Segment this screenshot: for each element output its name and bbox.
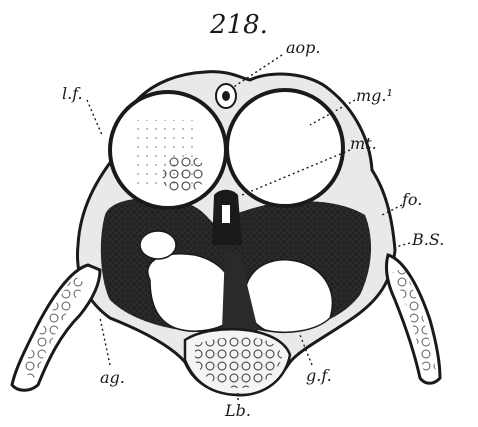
label-bs: B.S. — [412, 232, 444, 248]
small-cavity — [140, 231, 176, 259]
right-eye-circle — [227, 90, 343, 206]
label-lb: Lb. — [225, 403, 251, 419]
label-fo: fo. — [402, 192, 422, 208]
label-aop: aop. — [286, 40, 321, 56]
label-ag: ag. — [100, 370, 125, 386]
figure-number: 218. — [0, 10, 478, 40]
label-mt: mt. — [350, 136, 377, 152]
label-lf: l.f. — [62, 86, 83, 102]
label-gf: g.f. — [306, 368, 332, 384]
label-mg1: mg.¹ — [356, 88, 393, 104]
